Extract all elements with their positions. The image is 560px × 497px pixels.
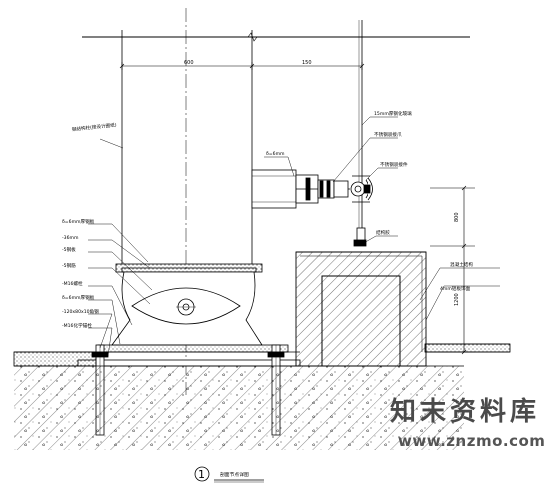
callout-bolt: -M16螺栓	[62, 280, 83, 287]
callout-36mm: -36mm	[62, 235, 79, 241]
spider-fitting	[350, 175, 373, 203]
callout-glass: 15mm厚钢化玻璃	[374, 110, 412, 117]
glass-clamp-bottom	[353, 227, 367, 247]
callout-steel-plate: -5钢板	[62, 246, 76, 253]
callout-spider: 不锈钢驳接爪	[374, 131, 402, 138]
bracket-block	[251, 169, 350, 209]
dim-vert-upper: 800	[454, 212, 460, 222]
watermark-url: www.znzmo.com	[398, 432, 545, 450]
callout-column: 钢结构柱(按设计图纸)	[71, 121, 117, 133]
left-leaders	[88, 138, 153, 357]
detail-number: 1	[198, 468, 205, 481]
dim-vert-lower: 1200	[454, 293, 460, 306]
callout-finish: 4mm铝板饰面	[440, 285, 471, 292]
callout-plate-thickness: δ=6mm	[266, 151, 285, 157]
callout-sealant: 结构胶	[376, 229, 390, 236]
callout-connector: 不锈钢驳接件	[380, 161, 408, 168]
callout-anchor: -M16化学锚栓	[62, 322, 92, 329]
watermark-title: 知末资料库	[390, 397, 540, 427]
detail-marker: 1 剖面节点详图	[194, 466, 264, 483]
callout-angle: -120x80x10角钢	[62, 308, 99, 315]
detail-caption: 剖面节点详图	[220, 471, 249, 478]
right-leaders	[264, 116, 500, 321]
steel-column	[121, 8, 253, 395]
top-dimension	[119, 62, 365, 70]
concrete-block	[295, 251, 427, 367]
base-plate-assembly	[77, 263, 301, 367]
dim-offset-width: 150	[302, 60, 312, 66]
right-dimension	[430, 185, 475, 355]
ground-slab	[13, 343, 511, 450]
block-finish-lines	[300, 255, 423, 352]
dim-column-width: 600	[184, 60, 194, 66]
glass-line	[358, 20, 363, 245]
callout-plate-top: δ=6mm厚钢板	[62, 218, 95, 225]
break-mark	[247, 32, 258, 42]
callout-plate-bottom: δ=6mm厚钢板	[62, 294, 95, 301]
callout-rebar: -5钢筋	[62, 262, 76, 269]
callout-concrete: 混凝土结构	[450, 261, 473, 268]
